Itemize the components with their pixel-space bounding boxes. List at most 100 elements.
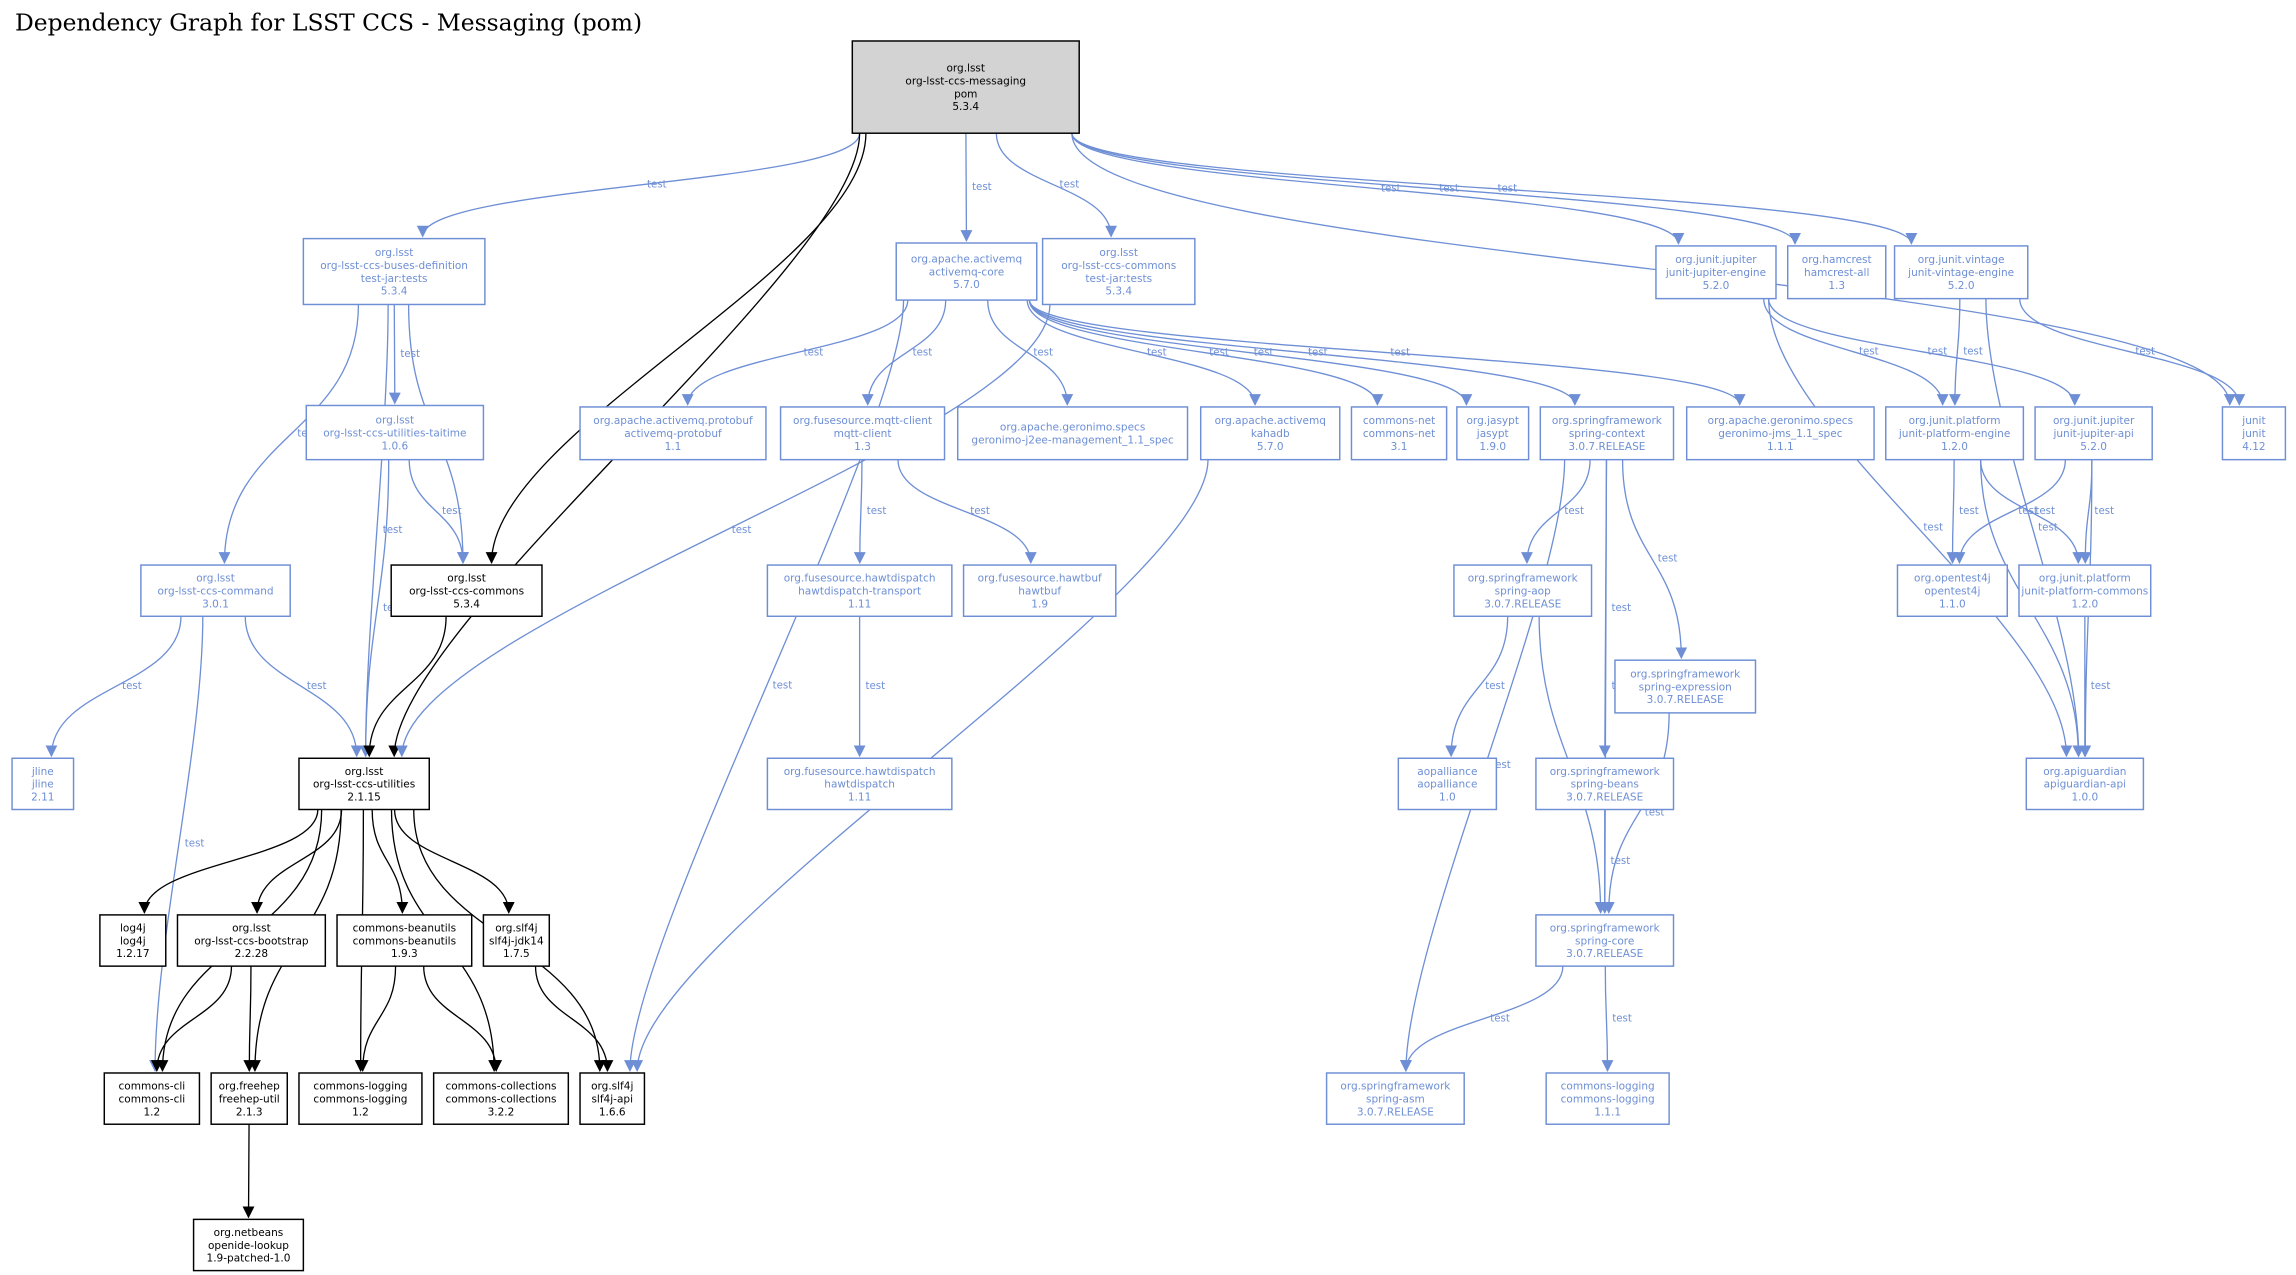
edge-mqtt-client--hawtdispatch-transport [853, 459, 866, 565]
node-kahadb-label-line-2: 5.7.0 [1257, 441, 1284, 453]
node-commons-collections: commons-collectionscommons-collections3.… [432, 1072, 570, 1125]
node-hawtdispatch-transport-label-line-1: hawtdispatch-transport [798, 585, 921, 597]
edge-label-command--jline: test [122, 680, 142, 692]
node-junit-platform-commons-label-line-1: junit-platform-commons [2020, 585, 2148, 597]
node-jline-label-line-1: jline [31, 779, 54, 791]
node-box-spring-expression [1614, 659, 1757, 714]
node-commons-net-label-line-2: 3.1 [1391, 441, 1408, 453]
node-spring-beans: org.springframeworkspring-beans3.0.7.REL… [1535, 757, 1675, 811]
edge-messaging-pom--junit [1071, 133, 2236, 406]
node-hawtdispatch-label-line-2: 1.11 [848, 792, 871, 804]
edge-label-activemq-core--slf4j-api: test [773, 679, 793, 691]
edge-ccs-utilities--slf4j-jdk14 [393, 809, 515, 914]
node-spring-core-label-line-1: spring-core [1575, 935, 1634, 947]
node-commons-logging-111-label-line-2: 1.1.1 [1594, 1106, 1621, 1118]
node-commons-tests: org.lsstorg-lsst-ccs-commonstest-jar:tes… [1041, 237, 1196, 306]
node-junit-jupiter-engine: org.junit.jupiterjunit-jupiter-engine5.2… [1655, 245, 1777, 300]
edge-label-taitime--ccs-commons: test [442, 505, 462, 517]
edge-spring-expression--spring-core [1602, 712, 1670, 914]
node-commons-beanutils-label-line-2: 1.9.3 [391, 948, 418, 960]
node-hawtbuf-label-line-0: org.fusesource.hawtbuf [978, 573, 1102, 585]
node-command-label-line-2: 3.0.1 [202, 598, 229, 610]
edge-activemq-core--commons-net [1028, 300, 1384, 406]
node-junit-jupiter-api-label-line-2: 5.2.0 [2080, 441, 2107, 453]
edge-label-spring-context--spring-aop: test [1564, 505, 1584, 517]
node-box-jasypt [1456, 406, 1530, 461]
node-box-ccs-utilities [298, 757, 430, 811]
node-box-spring-beans [1535, 757, 1675, 811]
edge-mqtt-client--hawtbuf [897, 459, 1037, 565]
node-hawtdispatch-transport-label-line-2: 1.11 [848, 598, 871, 610]
node-bootstrap-label-line-2: 2.2.28 [235, 948, 268, 960]
node-spring-aop: org.springframeworkspring-aop3.0.7.RELEA… [1453, 564, 1593, 618]
node-hamcrest-all-label-line-1: hamcrest-all [1804, 267, 1869, 279]
node-box-geronimo-j2ee-management [956, 406, 1189, 461]
node-buses-definition-label-line-3: 5.3.4 [381, 286, 408, 298]
node-junit-jupiter-api-label-line-1: junit-jupiter-api [2052, 428, 2133, 440]
node-spring-core-label-line-0: org.springframework [1550, 922, 1661, 934]
node-box-geronimo-jms [1685, 406, 1875, 461]
edge-messaging-pom--hamcrest-all [1071, 133, 1801, 245]
node-box-junit-vintage-engine [1893, 245, 2029, 300]
edge-junit-jupiter-engine--junit-jupiter-api [1768, 298, 2081, 406]
edge-junit-platform-engine--junit-platform-commons [1979, 459, 2085, 565]
node-ccs-utilities-label-line-1: org-lsst-ccs-utilities [313, 779, 415, 791]
node-junit-platform-engine-label-line-0: org.junit.platform [1909, 415, 2001, 427]
node-box-commons-tests [1041, 237, 1196, 306]
node-bootstrap-label-line-0: org.lsst [232, 922, 271, 934]
edge-label-activemq-core--spring-context: test [1308, 346, 1328, 358]
node-box-commons-logging-111 [1545, 1072, 1670, 1125]
node-slf4j-jdk14-label-line-1: slf4j-jdk14 [489, 935, 544, 947]
node-jasypt-label-line-1: jasypt [1476, 428, 1509, 440]
edge-label-mqtt-client--hawtbuf: test [970, 505, 990, 517]
node-spring-asm-label-line-2: 3.0.7.RELEASE [1357, 1106, 1434, 1118]
node-junit-platform-commons: org.junit.platformjunit-platform-commons… [2018, 564, 2152, 618]
edge-label-messaging-pom--commons-tests: test [1060, 179, 1080, 191]
node-slf4j-api-label-line-0: org.slf4j [591, 1081, 633, 1093]
node-box-hawtdispatch-transport [766, 564, 953, 618]
edge-freehep-util--openide-lookup [242, 1124, 255, 1219]
node-spring-expression-label-line-2: 3.0.7.RELEASE [1647, 694, 1724, 706]
node-commons-cli-label-line-2: 1.2 [143, 1106, 160, 1118]
node-command-label-line-0: org.lsst [196, 573, 235, 585]
node-kahadb-label-line-1: kahadb [1251, 428, 1290, 440]
node-freehep-util-label-line-2: 2.1.3 [236, 1106, 263, 1118]
node-commons-logging-12-label-line-2: 1.2 [352, 1106, 369, 1118]
edge-activemq-core--mqtt-client [861, 300, 947, 406]
edge-label-junit-vintage-engine--junit: test [2135, 346, 2155, 358]
edge-label-mqtt-client--hawtdispatch-transport: test [867, 505, 887, 517]
node-box-freehep-util [210, 1072, 288, 1125]
edge-spring-core--spring-asm [1399, 966, 1564, 1072]
node-box-bootstrap [176, 914, 327, 967]
node-log4j-label-line-2: 1.2.17 [116, 948, 149, 960]
edge-commons-beanutils--commons-collections [423, 966, 503, 1072]
node-junit-vintage-engine-label-line-2: 5.2.0 [1948, 280, 1975, 292]
edge-messaging-pom--ccs-commons [485, 133, 867, 565]
node-opentest4j-label-line-0: org.opentest4j [1914, 573, 1991, 585]
node-hawtdispatch-transport-label-line-0: org.fusesource.hawtdispatch [784, 573, 936, 585]
node-kahadb-label-line-0: org.apache.activemq [1215, 415, 1326, 427]
edge-label-junit-jupiter-engine--apiguardian-api: test [1923, 521, 1943, 533]
node-box-spring-aop [1453, 564, 1593, 618]
edge-label-activemq-core--activemq-protobuf: test [804, 346, 824, 358]
node-box-junit [2221, 406, 2287, 461]
node-geronimo-j2ee-management-label-line-1: geronimo-j2ee-management_1.1_spec [971, 435, 1174, 447]
node-aopalliance-label-line-0: aopalliance [1417, 766, 1477, 778]
edge-spring-aop--aopalliance [1445, 616, 1509, 758]
node-spring-context-label-line-1: spring-context [1569, 428, 1645, 440]
node-geronimo-jms-label-line-1: geronimo-jms_1.1_spec [1718, 428, 1842, 440]
edge-junit-vintage-engine--junit [2019, 298, 2246, 406]
edge-label-junit-platform-engine--opentest4j: test [1959, 505, 1979, 517]
